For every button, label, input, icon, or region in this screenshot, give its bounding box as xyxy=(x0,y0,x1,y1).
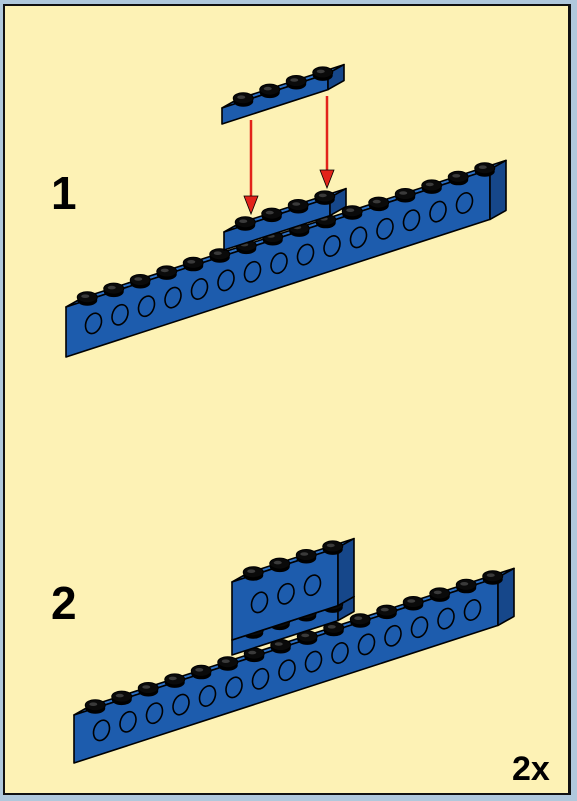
arrow-head xyxy=(243,195,259,216)
stud-highlight xyxy=(399,191,408,195)
beam-hole xyxy=(331,642,349,664)
beam-hole xyxy=(145,702,164,725)
stud-highlight xyxy=(318,193,327,198)
beam-hole xyxy=(277,582,295,605)
beam-hole xyxy=(92,719,111,742)
stud-highlight xyxy=(460,582,469,586)
insert-arrow-left xyxy=(243,120,259,216)
stud-highlight xyxy=(433,590,442,595)
stud-highlight xyxy=(263,86,272,91)
stud-highlight xyxy=(300,552,309,556)
beam-hole xyxy=(172,693,190,716)
beam-hole xyxy=(402,209,421,232)
stud-highlight xyxy=(292,202,301,206)
beam-hole xyxy=(84,312,103,335)
stud-highlight xyxy=(407,599,416,603)
stud-highlight xyxy=(425,182,434,187)
stud-highlight xyxy=(247,569,256,573)
step-2-illustration xyxy=(73,537,515,764)
beam-hole xyxy=(463,599,482,621)
step-1-number: 1 xyxy=(51,167,77,219)
stud-highlight xyxy=(452,174,461,178)
plate-1x4-floating xyxy=(221,63,345,125)
insert-arrow-right xyxy=(319,96,335,190)
beam-hole xyxy=(137,295,156,318)
stud-highlight xyxy=(89,702,98,706)
beam-hole xyxy=(270,252,288,275)
stud-highlight xyxy=(301,633,310,638)
beam-hole xyxy=(243,260,262,283)
beam-hole xyxy=(376,217,394,240)
beam-end-face xyxy=(489,159,507,221)
stud-highlight xyxy=(380,607,389,612)
beam-hole xyxy=(225,676,243,699)
stud-highlight xyxy=(316,69,325,74)
stud-highlight xyxy=(290,78,299,82)
arrow-head xyxy=(319,169,335,190)
beam-end-face xyxy=(327,63,345,91)
beam-hole xyxy=(455,192,474,214)
beam-hole xyxy=(251,667,270,690)
stud-highlight xyxy=(478,165,487,169)
stud-highlight xyxy=(237,95,246,99)
beam-hole xyxy=(304,650,323,673)
beam-hole xyxy=(357,633,376,656)
quantity-multiplier: 2x xyxy=(512,750,550,788)
stud-highlight xyxy=(115,693,124,698)
stud-highlight xyxy=(81,294,90,299)
stud-highlight xyxy=(354,616,363,620)
stud-highlight xyxy=(274,642,283,646)
beam-hole xyxy=(303,574,322,597)
stud-highlight xyxy=(168,676,177,681)
step-1-illustration xyxy=(65,63,507,358)
stud-highlight xyxy=(327,625,336,629)
beam-hole xyxy=(384,624,402,647)
stud-highlight xyxy=(248,650,257,655)
stud-highlight xyxy=(195,668,204,672)
beam-hole xyxy=(296,243,315,266)
stud-highlight xyxy=(107,285,116,290)
beam-end-face xyxy=(497,567,515,627)
stud-highlight xyxy=(486,573,495,577)
stud-highlight xyxy=(326,543,335,548)
beam-hole xyxy=(164,286,182,309)
beam-hole xyxy=(250,591,269,614)
plate-1x4-placed xyxy=(223,187,347,251)
stud-highlight xyxy=(239,219,248,223)
beam-hole xyxy=(278,659,296,682)
technic-beam-1x16 xyxy=(65,159,507,358)
beam-hole xyxy=(217,269,235,292)
stud-highlight xyxy=(346,208,355,212)
technic-beam-1x4 xyxy=(231,537,355,641)
stud-highlight xyxy=(134,277,143,281)
stud-highlight xyxy=(142,685,151,689)
beam-hole xyxy=(119,710,137,733)
beam-hole xyxy=(437,607,455,630)
stud-highlight xyxy=(187,260,196,264)
stud-highlight xyxy=(372,199,381,204)
beam-hole xyxy=(323,235,341,257)
beam-hole xyxy=(410,616,429,639)
step-2-number: 2 xyxy=(51,577,77,629)
beam-hole xyxy=(198,685,217,707)
beam-hole xyxy=(190,278,209,300)
beam-hole xyxy=(111,303,129,326)
beam-end-face xyxy=(337,537,355,607)
beam-hole xyxy=(349,226,368,249)
stud-highlight xyxy=(221,659,230,663)
stud-highlight xyxy=(160,268,169,273)
stud-highlight xyxy=(213,251,222,255)
stud-highlight xyxy=(273,560,282,565)
beam-hole xyxy=(429,200,447,223)
stud-highlight xyxy=(265,210,274,215)
technic-beam-1x16 xyxy=(73,567,515,764)
